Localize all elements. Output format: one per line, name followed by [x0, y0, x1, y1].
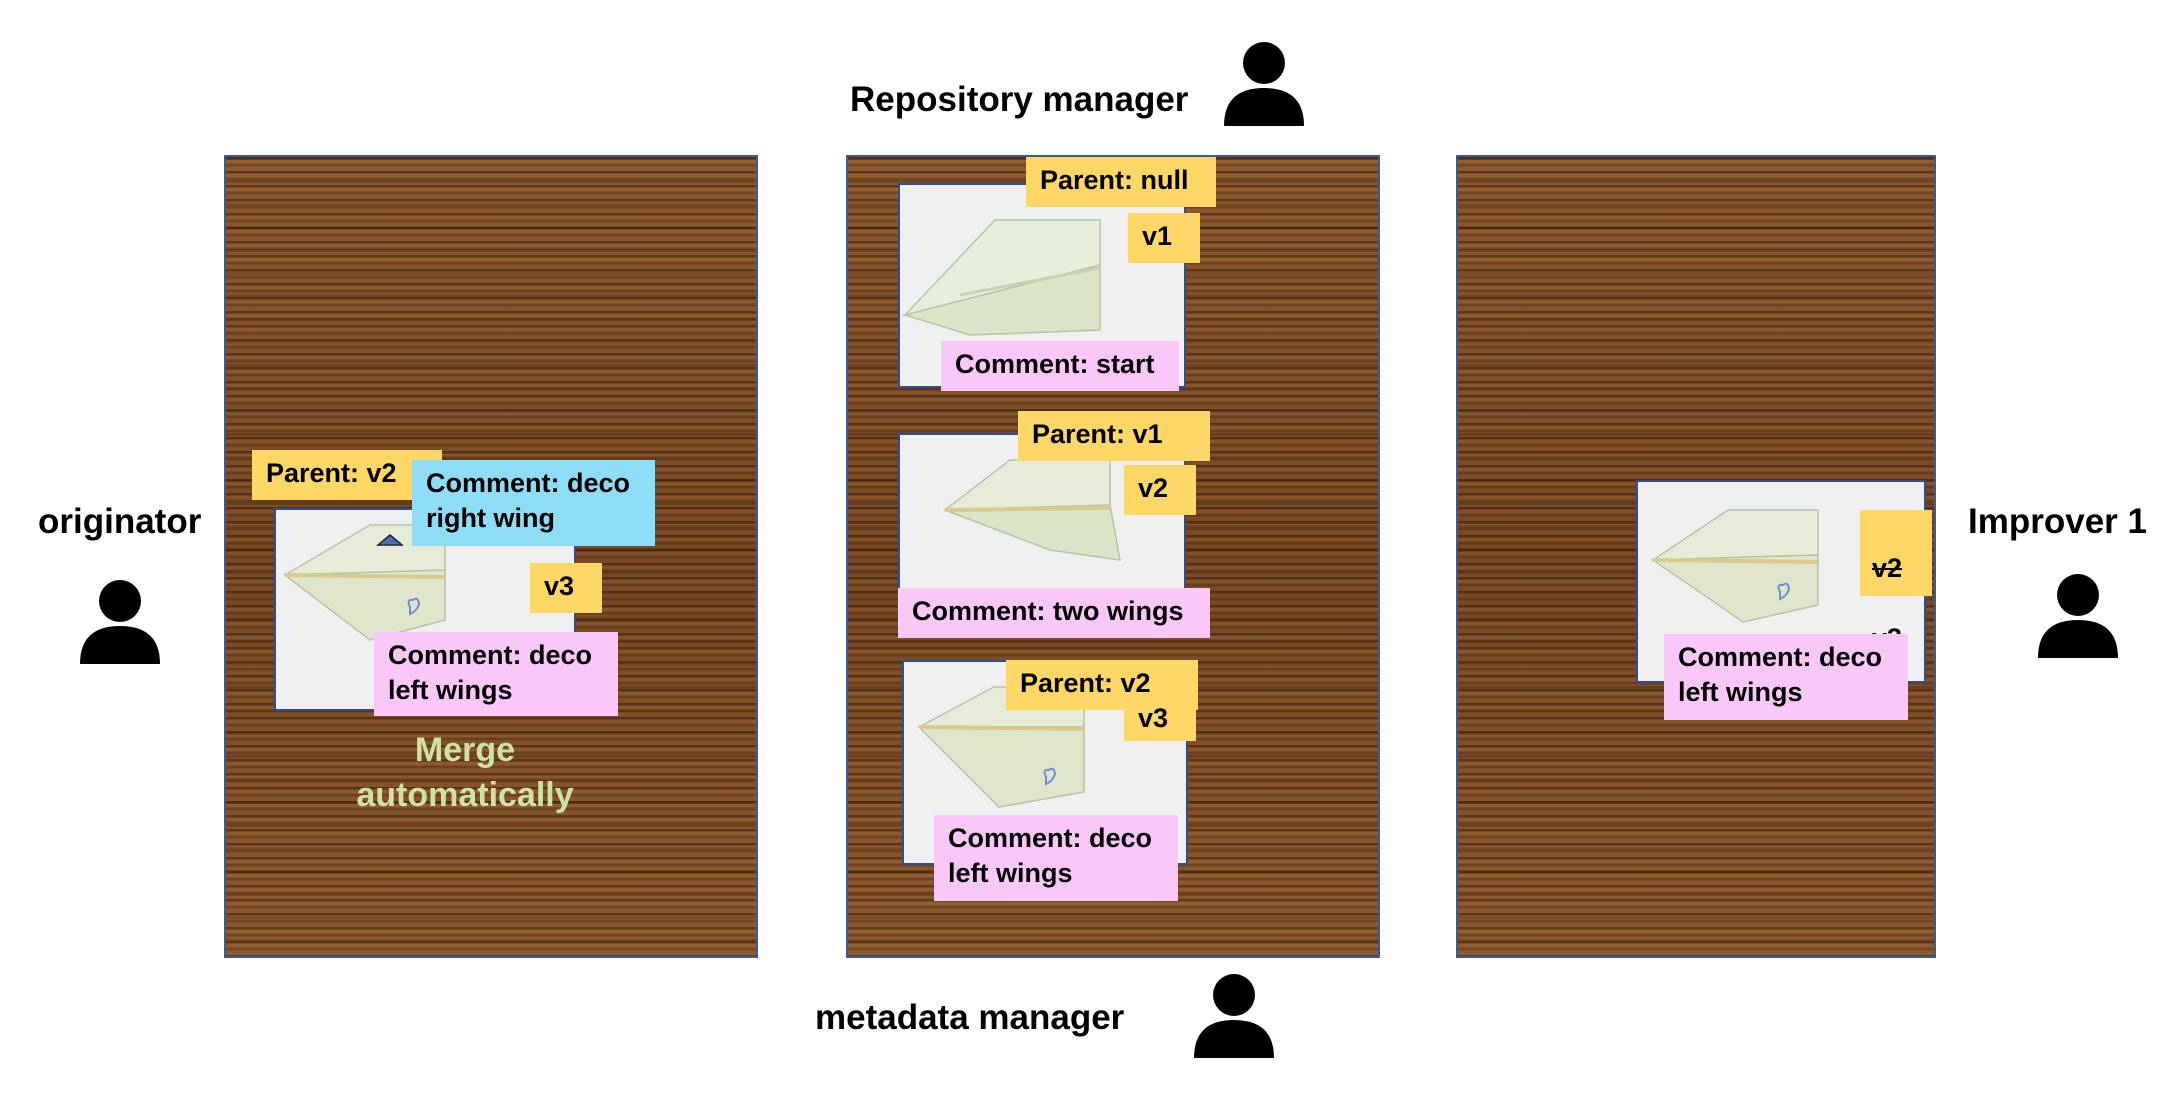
repository-parent-note-v1: Parent: null — [1026, 157, 1216, 207]
repository-manager-label: Repository manager — [850, 80, 1189, 119]
paper-plane-icon — [942, 459, 1121, 561]
merge-automatically-text: Merge automatically — [356, 731, 574, 814]
repository-comment-note-v2: Comment: two wings — [898, 588, 1210, 638]
metadata-manager-person-icon — [1192, 972, 1276, 1058]
improver-person-icon — [2036, 572, 2120, 658]
originator-version-note: v3 — [530, 563, 602, 613]
repository-version-note-v1: v1 — [1128, 213, 1200, 263]
repository-comment-note-v3: Comment: deco left wings — [934, 815, 1178, 901]
originator-comment-pink-note: Comment: deco left wings — [374, 632, 618, 716]
improver-version-old: v2 — [1872, 553, 1903, 583]
improver-comment-note: Comment: deco left wings — [1664, 634, 1908, 720]
repository-comment-note-v1: Comment: start — [941, 341, 1179, 391]
repository-version-note-v2: v2 — [1124, 465, 1196, 515]
originator-comment-blue-note: Comment: deco right wing — [412, 460, 655, 546]
repository-parent-note-v2: Parent: v1 — [1018, 411, 1210, 461]
metadata-manager-label: metadata manager — [815, 998, 1125, 1037]
paper-plane-icon — [902, 219, 1101, 336]
originator-label: originator — [38, 502, 202, 541]
originator-parent-note: Parent: v2 — [252, 450, 442, 500]
originator-person-icon — [78, 578, 162, 664]
repository-version-note-v3: v3 — [1124, 695, 1196, 741]
paper-plane-icon — [1650, 509, 1819, 623]
improver-version-note: v2 v3 — [1860, 510, 1932, 653]
improver-label: Improver 1 — [1968, 502, 2147, 541]
repository-manager-person-icon — [1222, 40, 1306, 126]
